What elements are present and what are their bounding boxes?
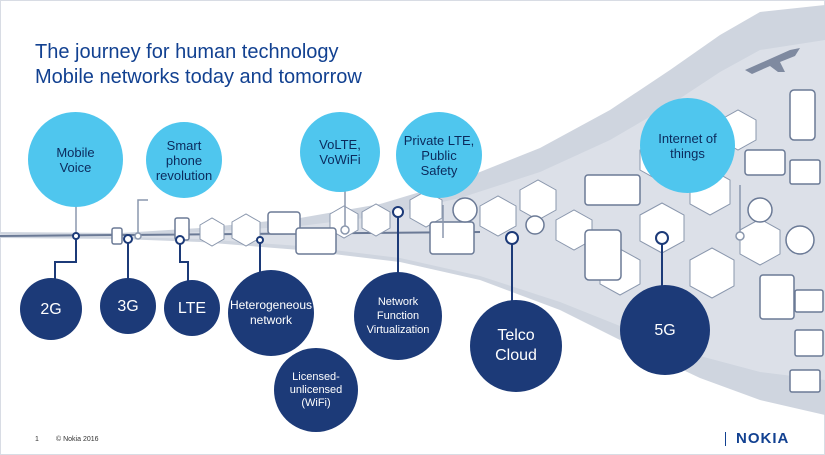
bubble-mobile-voice: Mobile Voice [28,112,123,207]
bubble-private-lte: Private LTE, Public Safety [396,112,482,198]
bubble-lte: LTE [164,280,220,336]
bubble-licensed-unlicensed: Licensed- unlicensed (WiFi) [274,348,358,432]
airplane-icon [745,48,800,74]
page-number: 1 [35,436,39,443]
bubble-2g: 2G [20,278,82,340]
connector-nodes [72,206,669,245]
bubble-internet-of-things: Internet of things [640,98,735,193]
bubble-3g: 3G [100,278,156,334]
device-icons [111,89,824,393]
nokia-logo: NOKIA [736,430,790,447]
slide-title: The journey for human technology [35,41,339,63]
logo-divider [725,432,726,446]
light-connector-nodes [134,225,745,241]
bubble-smartphone-revolution: Smart phone revolution [146,122,222,198]
slide-subtitle: Mobile networks today and tomorrow [35,66,362,88]
bubble-telco-cloud: Telco Cloud [470,300,562,392]
bubble-5g: 5G [620,285,710,375]
bubble-volte-vowifi: VoLTE, VoWiFi [300,112,380,192]
copyright-text: © Nokia 2016 [56,436,99,443]
dark-connectors [54,212,663,310]
bubble-network-function-virtualization: Network Function Virtualization [354,272,442,360]
bubble-heterogeneous-network: Heterogeneous network [228,270,314,356]
